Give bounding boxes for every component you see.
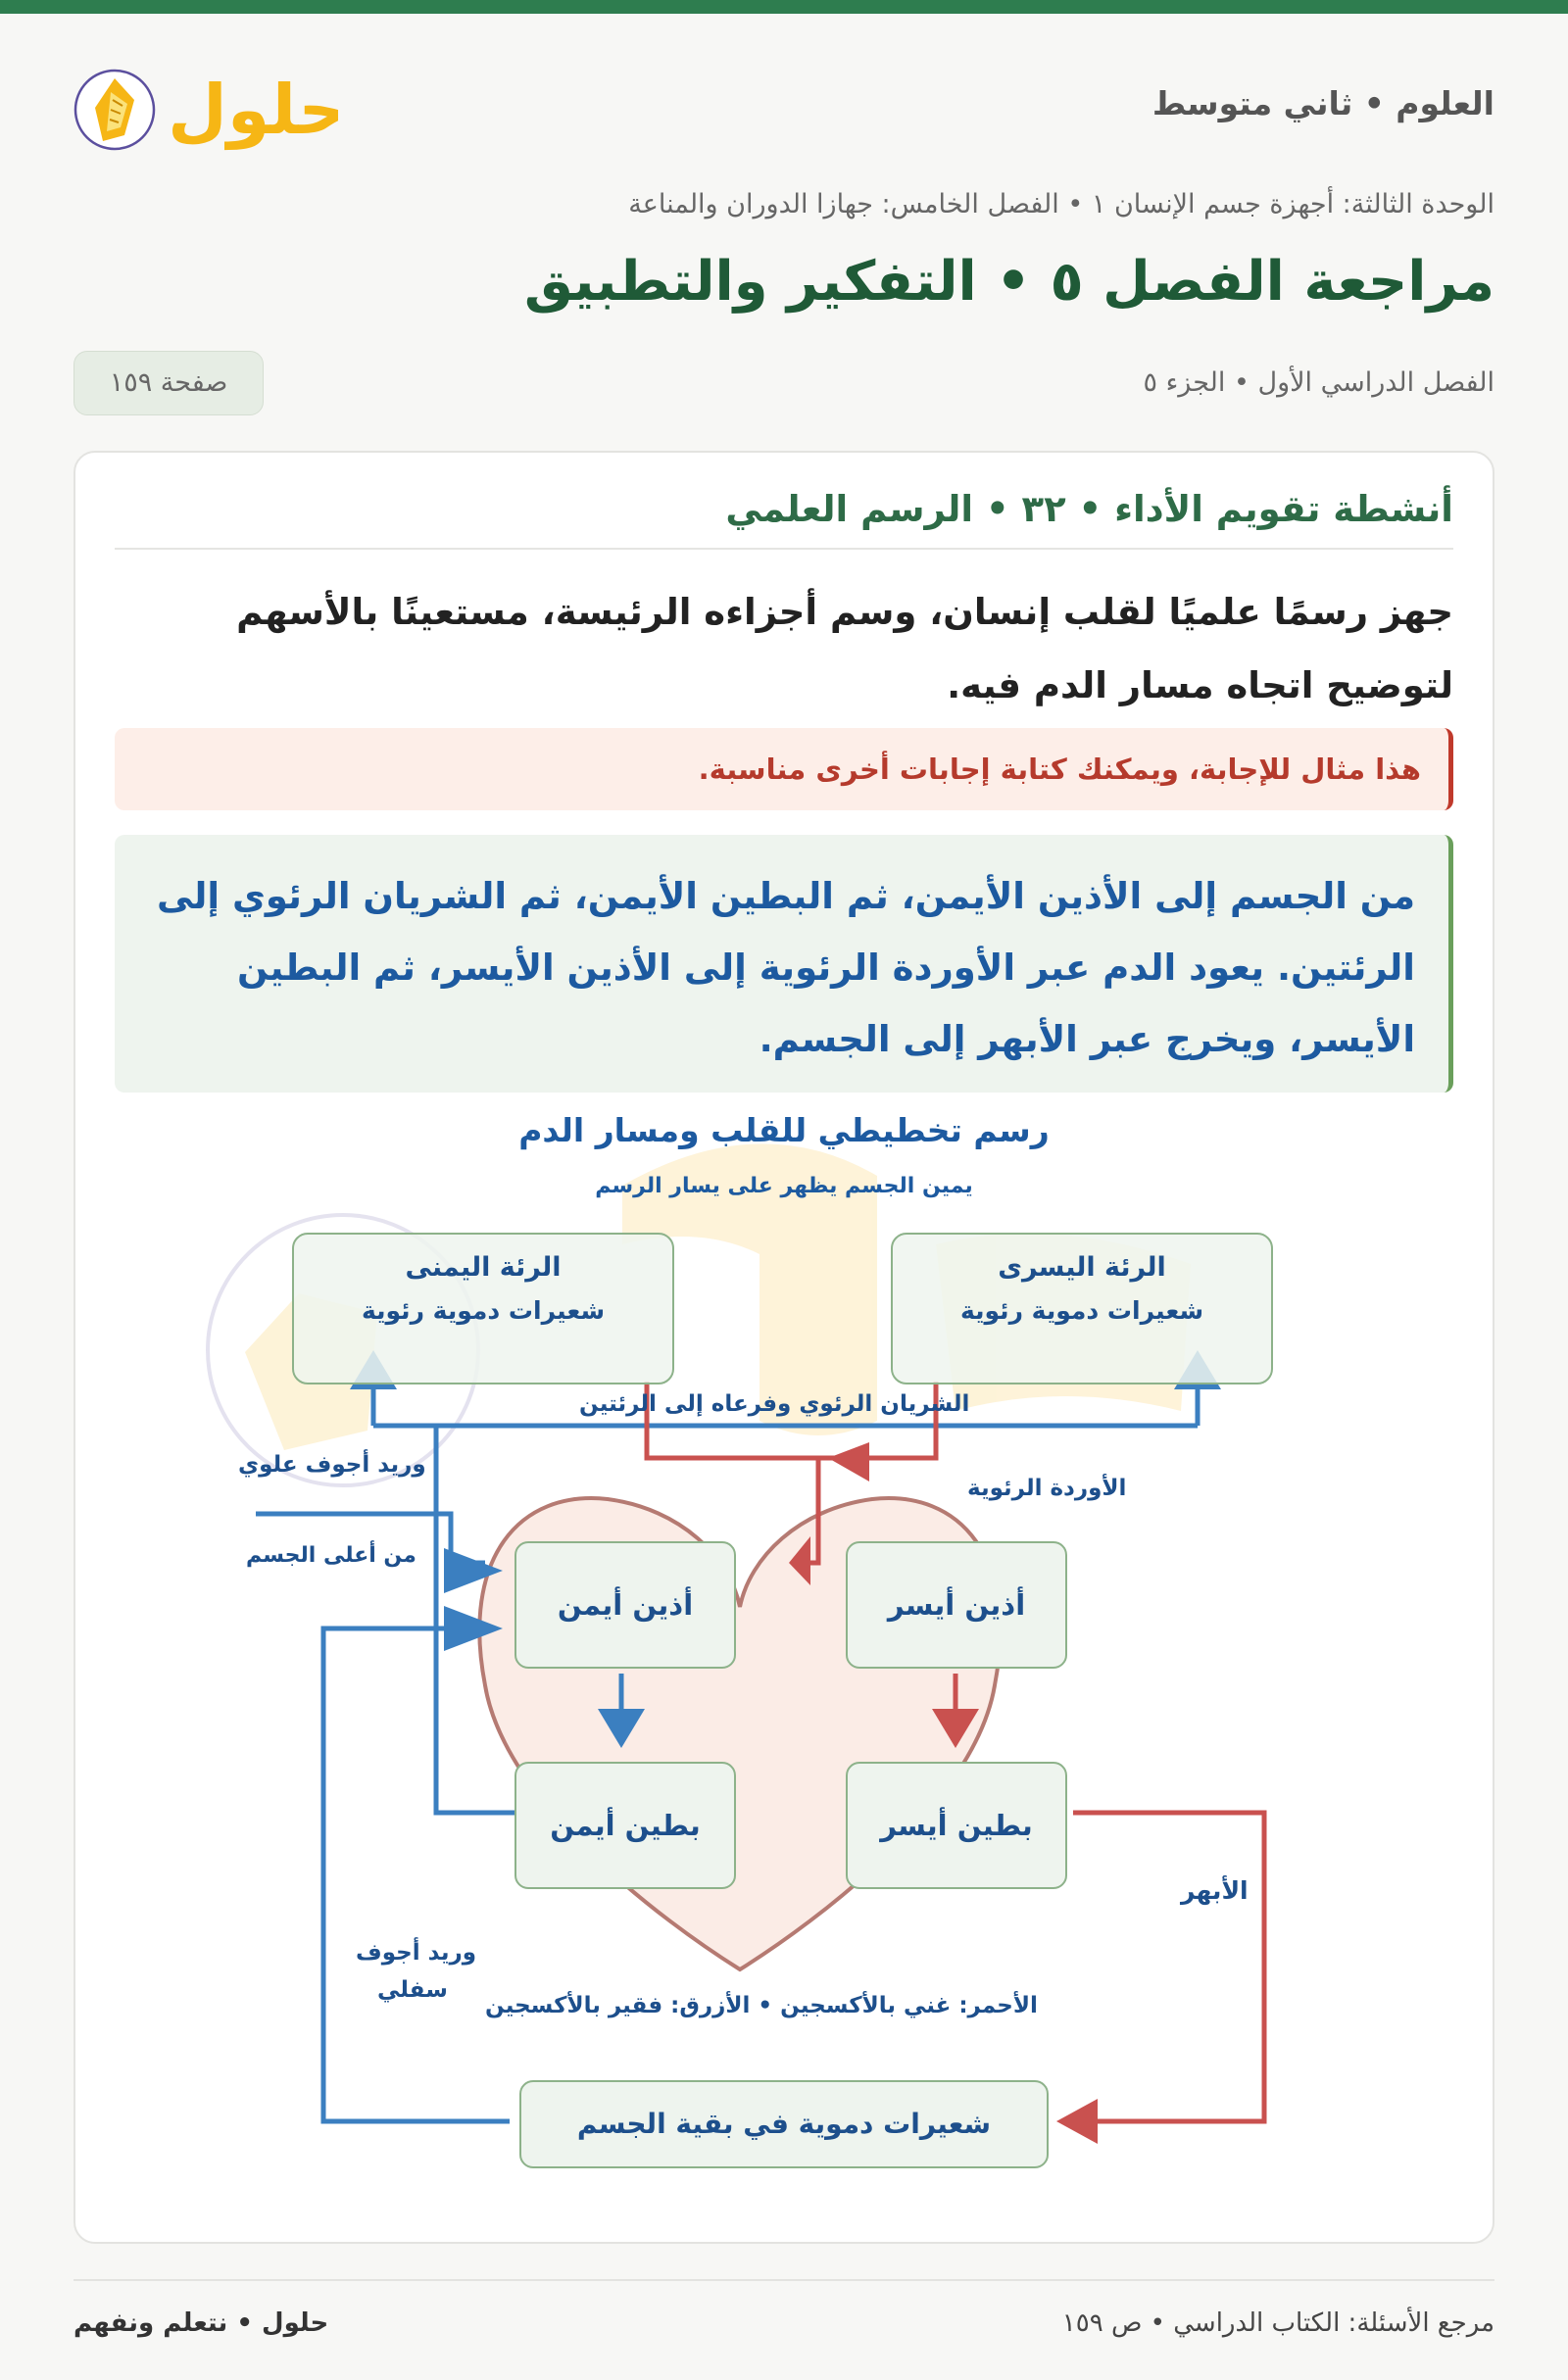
- diagram-subtitle: يمين الجسم يظهر على يسار الرسم: [595, 1174, 973, 1198]
- right-atrium-label: أذين أيمن: [557, 1588, 694, 1622]
- right-ventricle: بطين أيمن: [514, 1762, 736, 1889]
- right-lung-detail: شعيرات دموية رئوية: [361, 1296, 606, 1325]
- answer-box: من الجسم إلى الأذين الأيمن، ثم البطين ال…: [115, 835, 1453, 1093]
- left-lung-name: الرئة اليسرى: [998, 1252, 1166, 1283]
- card-divider: [115, 548, 1453, 550]
- sample-answer-note: هذا مثال للإجابة، ويمكنك كتابة إجابات أخ…: [115, 728, 1453, 810]
- right-atrium: أذين أيمن: [514, 1541, 736, 1669]
- diagram-title: رسم تخطيطي للقلب ومسار الدم: [518, 1111, 1050, 1149]
- logo-wordmark: حلول: [168, 70, 338, 150]
- left-atrium: أذين أيسر: [846, 1541, 1067, 1669]
- body-capillaries-label: شعيرات دموية في بقية الجسم: [576, 2108, 992, 2140]
- left-ventricle: بطين أيسر: [846, 1762, 1067, 1889]
- inferior-vena-cava-label-1: وريد أجوف: [356, 1940, 477, 1966]
- page-header: العلوم • ثاني متوسط حلول: [74, 59, 1494, 157]
- diagram-canvas: [206, 1143, 1267, 2144]
- left-ventricle-label: بطين أيسر: [880, 1809, 1033, 1842]
- heart-diagram: رسم تخطيطي للقلب ومسار الدم يمين الجسم ي…: [74, 1097, 1494, 2234]
- question-text: جهز رسمًا علميًا لقلب إنسان، وسم أجزاءه …: [236, 591, 1453, 706]
- page-title: مراجعة الفصل ٥ • التفكير والتطبيق: [523, 250, 1494, 314]
- aorta-label: الأبهر: [1181, 1876, 1249, 1905]
- superior-vena-cava-label: وريد أجوف علوي: [238, 1452, 426, 1478]
- logo-icon: حلول: [74, 69, 348, 151]
- subject-label: العلوم • ثاني متوسط: [1152, 84, 1494, 122]
- body-capillaries-box: شعيرات دموية في بقية الجسم: [519, 2080, 1049, 2168]
- term-label: الفصل الدراسي الأول • الجزء ٥: [1143, 367, 1494, 398]
- oxygenated-arrowheads: [789, 1442, 1098, 2144]
- top-accent-bar: [0, 0, 1568, 14]
- breadcrumb: الوحدة الثالثة: أجهزة جسم الإنسان ١ • ال…: [628, 189, 1494, 219]
- inferior-vena-cava-label-2: سفلي: [377, 1977, 448, 2003]
- color-legend: الأحمر: غني بالأكسجين • الأزرق: فقير بال…: [485, 1993, 1038, 2018]
- deoxygenated-flow: [256, 1365, 1200, 2124]
- right-lung-name: الرئة اليمنى: [405, 1252, 562, 1283]
- footer-divider: [74, 2279, 1494, 2281]
- brand-logo[interactable]: حلول: [74, 59, 348, 157]
- right-lung-box: الرئة اليمنى شعيرات دموية رئوية: [292, 1233, 674, 1384]
- pulmonary-veins-label: الأوردة الرئوية: [967, 1476, 1127, 1501]
- footer-reference: مرجع الأسئلة: الكتاب الدراسي • ص ١٥٩: [1061, 2308, 1494, 2338]
- page-number-badge: صفحة ١٥٩: [74, 351, 264, 415]
- from-upper-body-label: من أعلى الجسم: [246, 1543, 416, 1568]
- left-lung-detail: شعيرات دموية رئوية: [959, 1296, 1204, 1325]
- card-title: أنشطة تقويم الأداء • ٣٢ • الرسم العلمي: [725, 488, 1453, 530]
- left-lung-box: الرئة اليسرى شعيرات دموية رئوية: [891, 1233, 1273, 1384]
- pulmonary-artery-label: الشريان الرئوي وفرعاه إلى الرئتين: [579, 1391, 970, 1417]
- footer-brand: حلول • نتعلم ونفهم: [74, 2308, 329, 2338]
- left-atrium-label: أذين أيسر: [887, 1588, 1026, 1622]
- right-ventricle-label: بطين أيمن: [550, 1809, 701, 1842]
